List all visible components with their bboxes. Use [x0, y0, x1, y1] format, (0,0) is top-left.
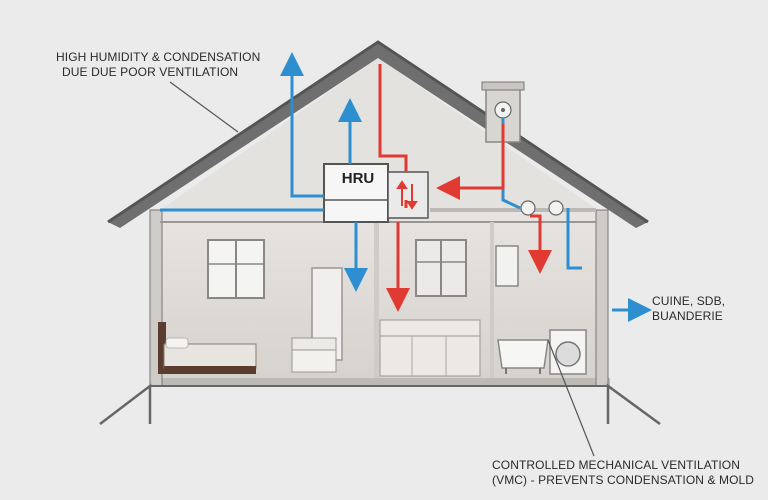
window-icon: [415, 239, 467, 297]
vmc-label: CONTROLLED MECHANICAL VENTILATION (VMC) …: [492, 458, 754, 488]
arrow-icon: [396, 180, 418, 210]
floor: [150, 378, 610, 386]
sofa-icon: [291, 337, 337, 373]
bathtub-icon: [497, 339, 549, 374]
humidity-label: HIGH HUMIDITY & CONDENSATION DUE DUE POO…: [56, 50, 260, 80]
kitchen-counter: [379, 319, 481, 377]
vmc-label-line2: (VMC) - PREVENTS CONDENSATION & MOLD: [492, 473, 755, 487]
bed-icon: [158, 322, 257, 374]
window-icon: [495, 245, 519, 287]
hru-unit: [323, 163, 429, 223]
roof-edge: [107, 40, 649, 224]
partition-left: [374, 222, 379, 378]
fan-icon: [520, 200, 564, 216]
rooms-label-line1: CUINE, SDB,: [652, 294, 726, 308]
vmc-label-line1: CONTROLLED MECHANICAL VENTILATION: [492, 458, 741, 472]
rooms-label-line2: BUANDERIE: [652, 309, 723, 323]
leader-vmc: [547, 339, 595, 457]
right-wall: [595, 209, 609, 387]
fan-icon: [494, 101, 512, 119]
partition-right: [490, 222, 494, 378]
foundation: [99, 383, 152, 425]
window-icon: [207, 239, 265, 299]
humidity-label-line2: DUE DUE POOR VENTILATION: [62, 65, 239, 79]
hru-label: HRU: [341, 170, 375, 187]
washing-machine-icon: [549, 329, 587, 375]
leader-humidity: [169, 81, 239, 133]
rooms-label: CUINE, SDB, BUANDERIE: [652, 294, 725, 324]
humidity-label-line1: HIGH HUMIDITY & CONDENSATION: [56, 50, 261, 64]
stale-air-flow: [378, 64, 552, 312]
